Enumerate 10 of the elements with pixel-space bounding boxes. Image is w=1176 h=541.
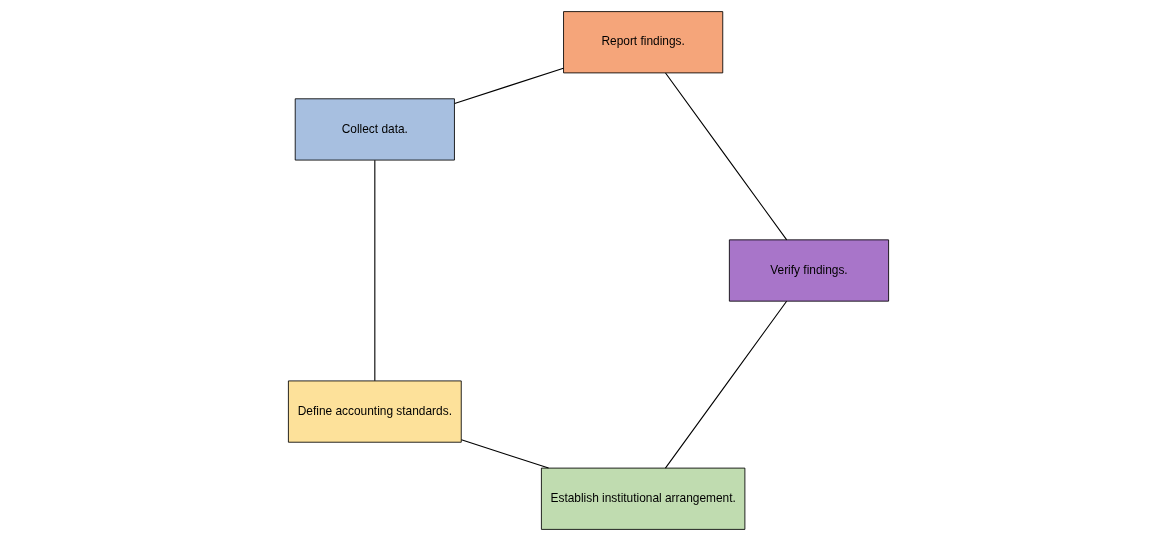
node-box: Verify findings. (728, 239, 889, 302)
connector (453, 67, 564, 105)
connector (664, 72, 787, 241)
node-box: Report findings. (562, 11, 723, 74)
node-box: Define accounting standards. (287, 380, 462, 443)
connector (664, 300, 787, 469)
node-box: Establish institutional arrangement. (540, 467, 745, 530)
connector (460, 439, 549, 469)
connector (373, 159, 375, 382)
node-box: Collect data. (294, 98, 455, 161)
